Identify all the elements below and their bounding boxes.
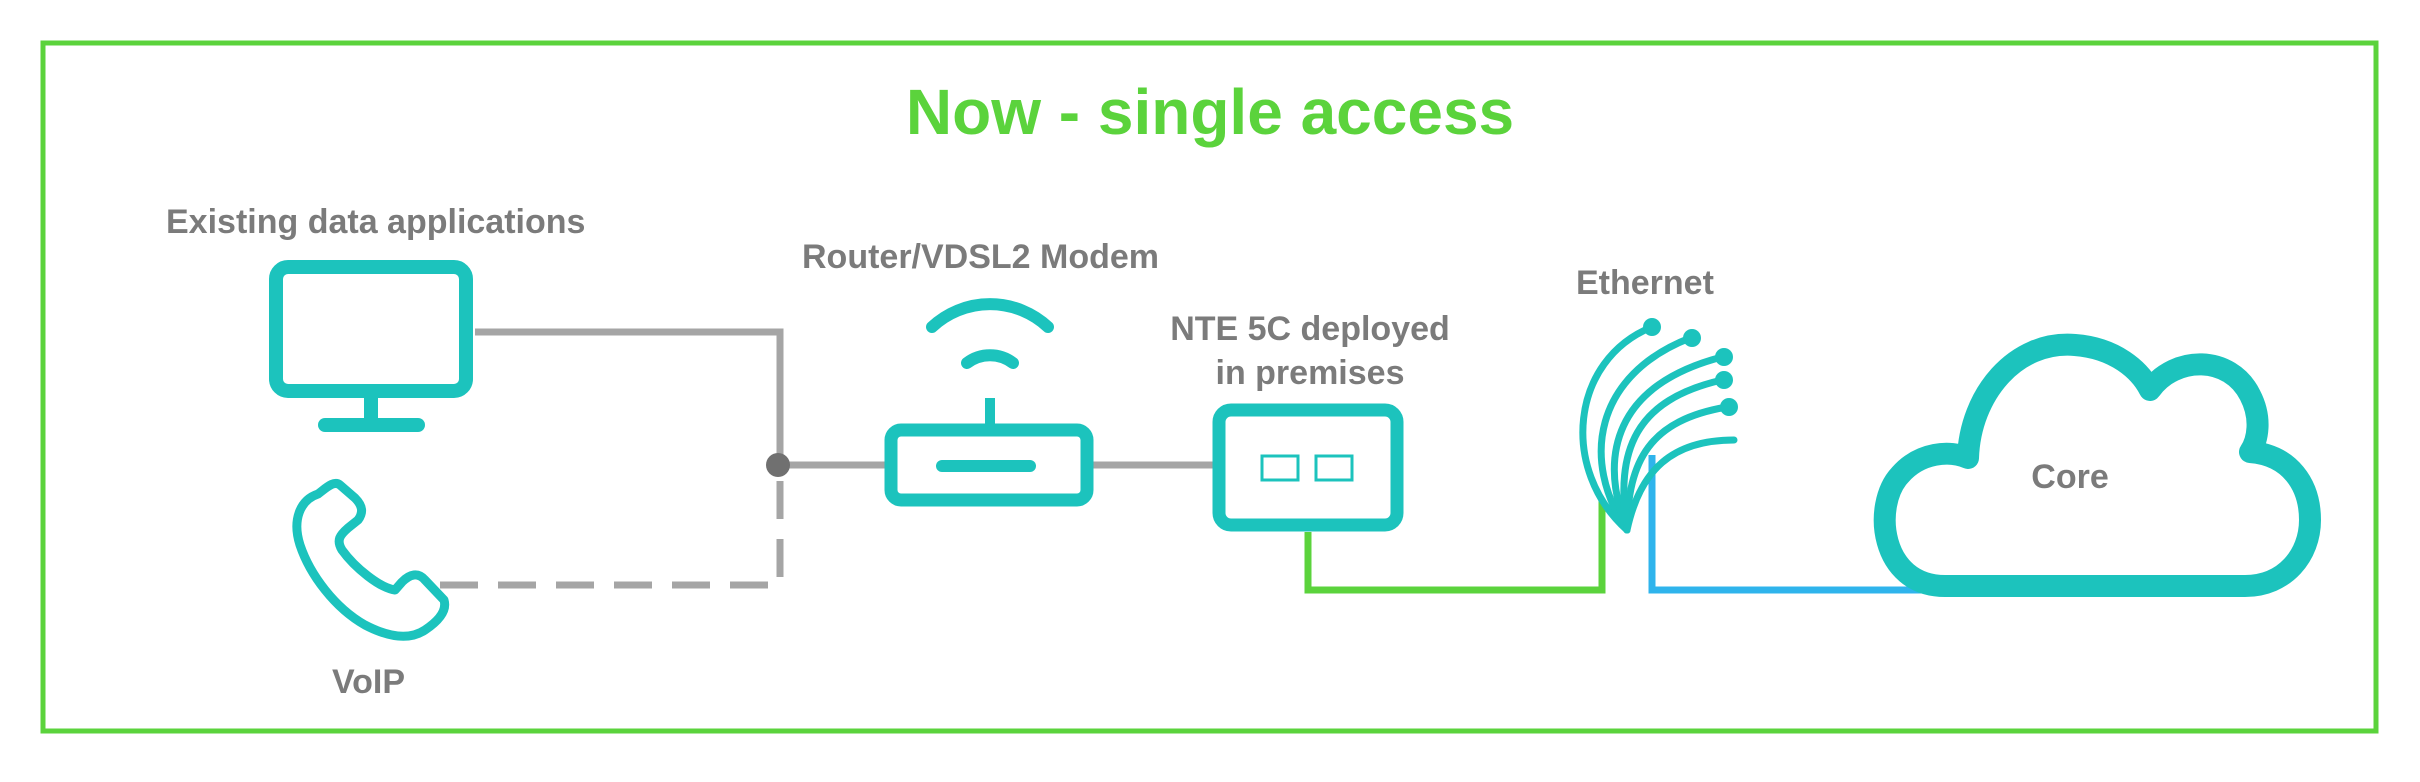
- fiber-end-dots: [1643, 318, 1738, 416]
- cloud-icon: [1873, 333, 2321, 597]
- voip-dashed-line: [440, 465, 784, 589]
- diagram-title: Now - single access: [905, 76, 1515, 148]
- frame-border: [40, 40, 2379, 734]
- junction-dot: [766, 453, 790, 477]
- ethernet-label: Ethernet: [1576, 264, 1714, 302]
- router-icon: [884, 298, 1094, 507]
- router-label: Router/VDSL2 Modem: [802, 238, 1160, 276]
- nte-device-icon: [1212, 403, 1404, 532]
- nte-label: NTE 5C deployed in premises: [1150, 307, 1470, 395]
- monitor-icon: [269, 260, 473, 432]
- nte-label-line-2: in premises: [1215, 354, 1405, 392]
- ethernet-core-line: [1648, 455, 1945, 594]
- voip-label: VoIP: [332, 663, 406, 701]
- monitor-connector-line: [475, 328, 784, 465]
- nte-ethernet-line: [1304, 500, 1606, 594]
- core-label: Core: [2031, 458, 2109, 496]
- phone-icon: [292, 478, 450, 641]
- fiber-bundle-icon: [1579, 323, 1738, 534]
- existing-apps-label: Existing data applications: [166, 203, 586, 241]
- nte-label-line-1: NTE 5C deployed: [1170, 310, 1450, 348]
